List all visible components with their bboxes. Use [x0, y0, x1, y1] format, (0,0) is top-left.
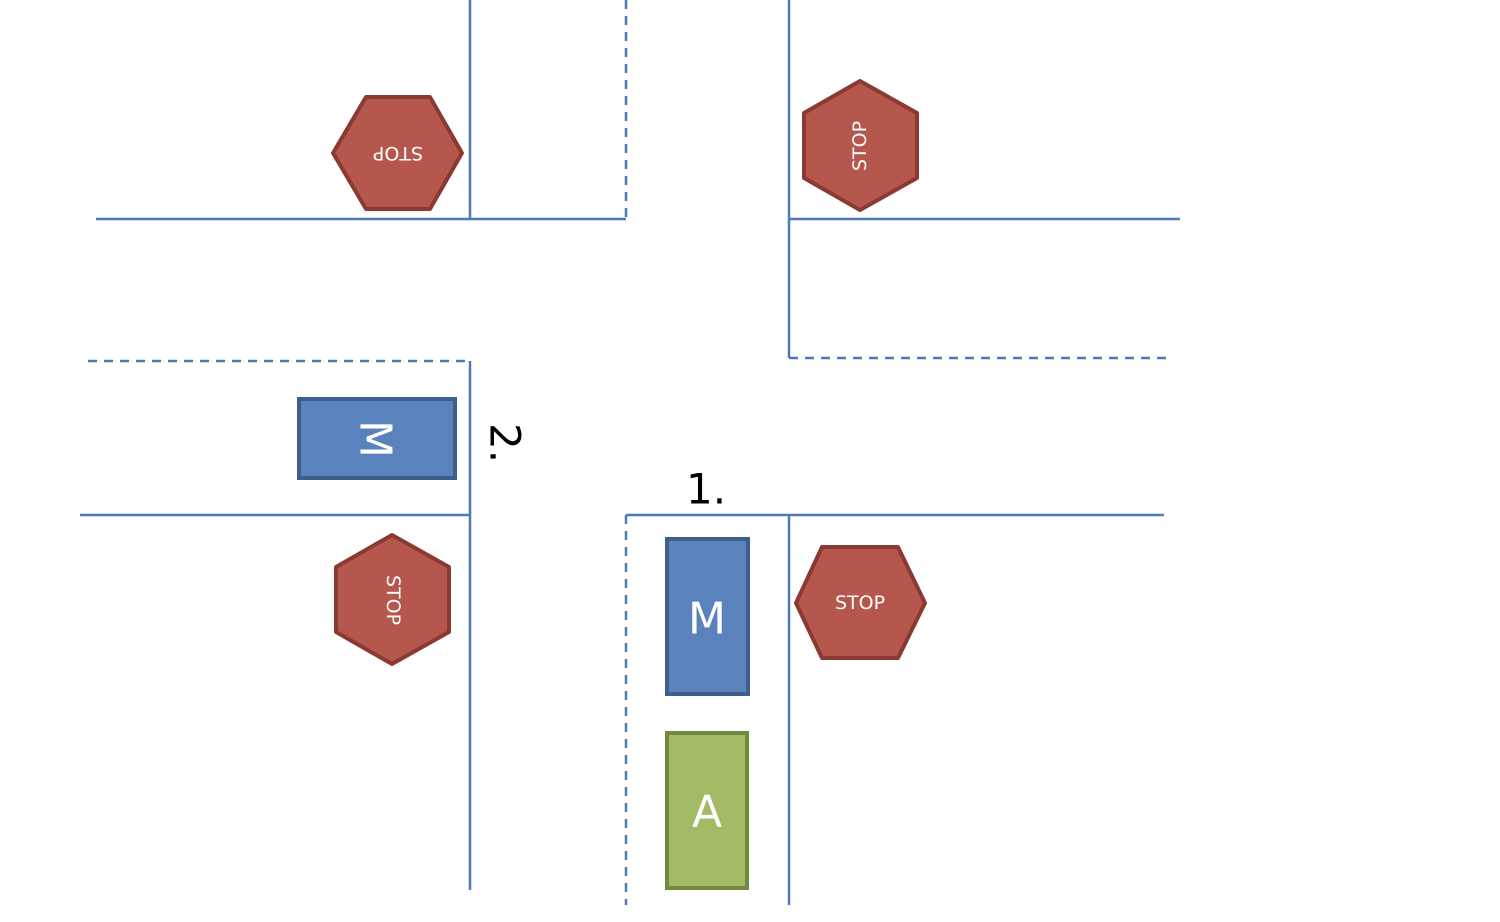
car-m-label: M — [350, 420, 401, 458]
car-m-south: M — [665, 537, 750, 696]
stop-sign-bottom-right: STOP — [794, 545, 927, 660]
car-a-south: A — [665, 731, 749, 890]
position-2-label: 2. — [481, 423, 530, 463]
stop-sign-top-left: STOP — [331, 95, 464, 211]
stop-sign-label: STOP — [849, 121, 871, 171]
road-lines — [80, 0, 1180, 905]
position-1-label: 1. — [686, 465, 726, 514]
car-a-label: A — [692, 787, 722, 838]
stop-sign-label: STOP — [373, 142, 423, 164]
stop-sign-bottom-left: STOP — [334, 533, 451, 666]
stop-sign-label: STOP — [835, 592, 885, 614]
stop-sign-label: STOP — [382, 575, 404, 625]
car-m-label: M — [688, 594, 726, 645]
car-m-west: M — [297, 397, 457, 480]
stop-sign-top-right: STOP — [802, 79, 919, 212]
